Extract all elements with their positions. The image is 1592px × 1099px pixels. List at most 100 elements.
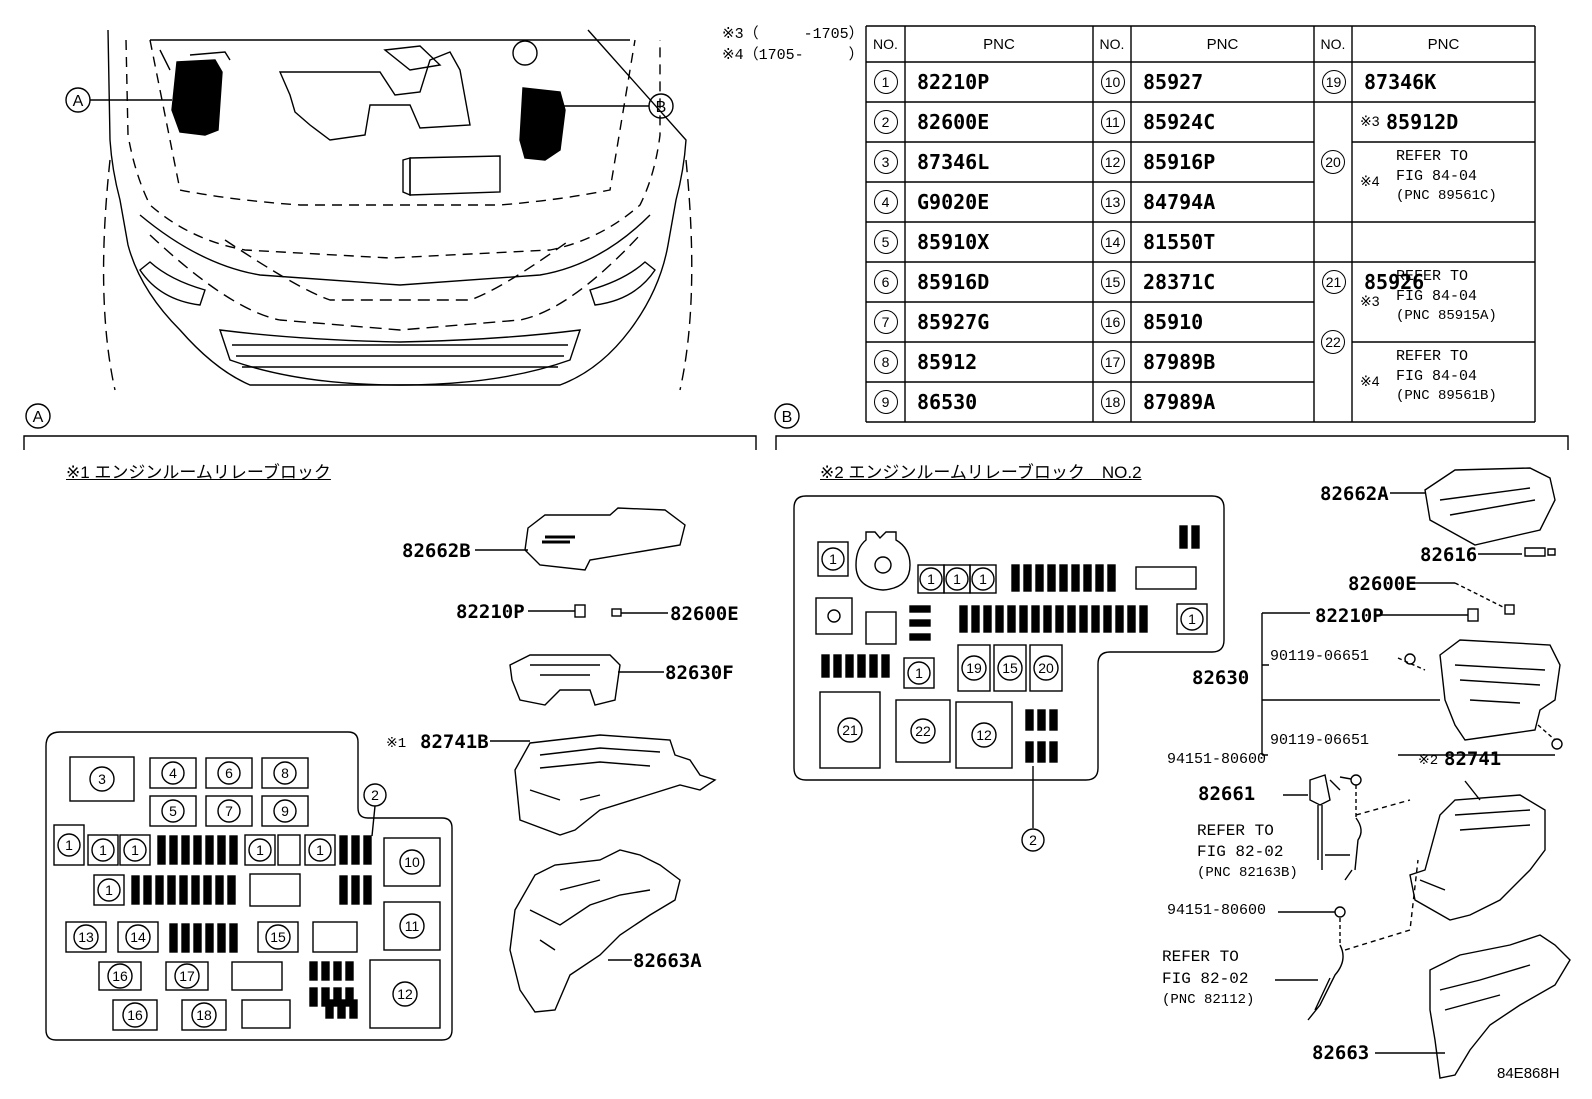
fuse-slot [229, 835, 238, 865]
part-82600e-b: 82600E [1348, 573, 1417, 595]
part-82616: 82616 [1420, 544, 1478, 566]
fuse-slot [1025, 709, 1034, 731]
slot-number-circle [122, 1002, 148, 1028]
fuse-slot [143, 875, 152, 905]
fuse-slot [1037, 741, 1046, 763]
slot-number: 1 [1188, 611, 1196, 627]
table-header-no: NO. [873, 36, 898, 52]
fuse-slot [349, 999, 358, 1019]
slot-number-circle [997, 655, 1023, 681]
slot-number: 1 [316, 842, 324, 858]
pnc-table-grid [865, 25, 1536, 423]
fuse-slot [65, 921, 107, 953]
fuse-slot [821, 654, 830, 678]
part-82663: 82663 [1312, 1042, 1370, 1064]
fuse-slot [1127, 605, 1136, 633]
fuse-slot [955, 701, 1013, 769]
table-no-14: 14 [1100, 230, 1125, 254]
fuse-slot [881, 654, 890, 678]
fuse-slot [815, 597, 853, 635]
part-82210p: 82210P [456, 601, 525, 623]
fuse-slot [119, 834, 151, 866]
section-b-tag: B [782, 409, 793, 426]
fuse-slot [203, 875, 212, 905]
fuse-slot [957, 644, 991, 692]
fuse-slot [181, 835, 190, 865]
slot-number-circle [1021, 828, 1045, 852]
table-no-2: 2 [873, 110, 898, 134]
fuse-slot [909, 605, 931, 613]
table-header-no: NO. [1320, 36, 1346, 52]
lower-case-82663-shape [1429, 934, 1571, 1079]
bolt-90119-2: 90119-06651 [1270, 732, 1370, 749]
fuse-slot [969, 564, 997, 594]
part-82630f: 82630F [665, 662, 734, 684]
fuse-slot [865, 611, 897, 645]
part-82630: 82630 [1192, 667, 1250, 689]
table-header-pnc: PNC [983, 36, 1015, 53]
slot-number: 22 [915, 723, 931, 739]
slot-number-circle [217, 761, 241, 785]
part-82210p-b: 82210P [1315, 605, 1384, 627]
fuse-slot [167, 875, 176, 905]
slot-number: 21 [842, 722, 858, 738]
fuse-slot [351, 835, 360, 865]
nut-94151-1: 94151-80600 [1167, 751, 1267, 768]
fuse-slot [1011, 564, 1020, 592]
table-20-b-mark: ※4 [1360, 173, 1380, 189]
table-header-no: NO. [1099, 36, 1125, 52]
fuse-slot [363, 875, 372, 905]
table-pnc-5: 85910X [917, 230, 990, 254]
fuse-slot [1047, 564, 1056, 592]
fuse-slot [1071, 564, 1080, 592]
slot-number-circle [308, 838, 332, 862]
part-82741-mark: ※2 [1418, 753, 1439, 769]
table-22-b-mark: ※4 [1360, 373, 1380, 389]
fuse-slot [205, 835, 214, 865]
slot-number: 1 [979, 571, 987, 587]
cover-82662b-shape [524, 507, 686, 571]
table-pnc-14: 81550T [1143, 230, 1216, 254]
slot-number-circle [91, 838, 115, 862]
fuse-slot [215, 875, 224, 905]
table-pnc-11: 85924C [1143, 110, 1216, 134]
fuse-slot [983, 605, 992, 633]
table-header-pnc: PNC [1427, 36, 1460, 53]
callout-a-circle [65, 87, 91, 113]
table-22-b-l2: FIG 84-04 [1396, 368, 1478, 385]
table-20-a-mark: ※3 [1360, 113, 1380, 129]
slot-number: 1 [131, 842, 139, 858]
fuse-slot [191, 875, 200, 905]
section-a-tag: A [33, 409, 44, 426]
table-pnc-8: 85912 [917, 350, 978, 374]
part-82741b-mark: ※1 [386, 736, 407, 752]
fuse-slot [277, 834, 301, 866]
table-no-10: 10 [1100, 70, 1125, 94]
part-82741: 82741 [1444, 748, 1502, 770]
section-a-title: ※1 エンジンルームリレーブロック [66, 463, 331, 482]
fuse-slot [87, 834, 119, 866]
table-22-a-l1: REFER TO [1396, 268, 1469, 285]
callout-b-circle [648, 93, 674, 119]
slot-number: 15 [270, 929, 286, 945]
slot-number-circle [1180, 607, 1204, 631]
slot-number-circle [107, 963, 133, 989]
fuse-slot [351, 875, 360, 905]
cover-82662a-shape [1424, 467, 1556, 546]
fuse-slot [1115, 605, 1124, 633]
fuse-slot [155, 875, 164, 905]
table-pnc-16: 85910 [1143, 310, 1204, 334]
notes-block: ※3（ -1705） ※4（1705- ） [722, 24, 864, 66]
fuse-slot [909, 619, 931, 627]
note-3: ※3（ -1705） [722, 26, 864, 43]
slot-number-circle [273, 799, 297, 823]
slot-number-circle [123, 838, 147, 862]
table-no-3: 3 [873, 150, 898, 174]
slot-number-circle [89, 766, 115, 792]
fuse-slot [181, 923, 190, 953]
slot-number: 2 [371, 787, 379, 803]
slot-number: 20 [1038, 660, 1054, 676]
fuse-slot [819, 691, 881, 769]
fuse-slot [1055, 605, 1064, 633]
